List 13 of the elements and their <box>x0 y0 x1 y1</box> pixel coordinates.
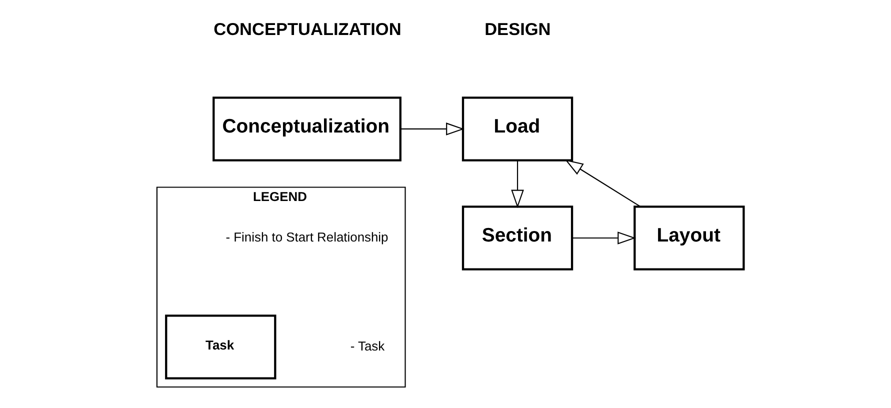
legend-label: - Task <box>350 338 384 354</box>
node-box: Load <box>461 96 573 162</box>
node-box: Conceptualization <box>212 96 401 162</box>
arrow <box>572 232 636 244</box>
arrow <box>564 160 640 208</box>
node-box: Section <box>461 206 573 270</box>
arrow <box>510 160 524 208</box>
legend-label: - Finish to Start Relationship <box>225 229 388 244</box>
label: DESIGN <box>484 18 550 39</box>
arrow <box>400 122 464 136</box>
node-box: Layout <box>633 206 744 270</box>
label: CONCEPTUALIZATION <box>213 18 401 39</box>
node-box: Task <box>164 314 276 380</box>
